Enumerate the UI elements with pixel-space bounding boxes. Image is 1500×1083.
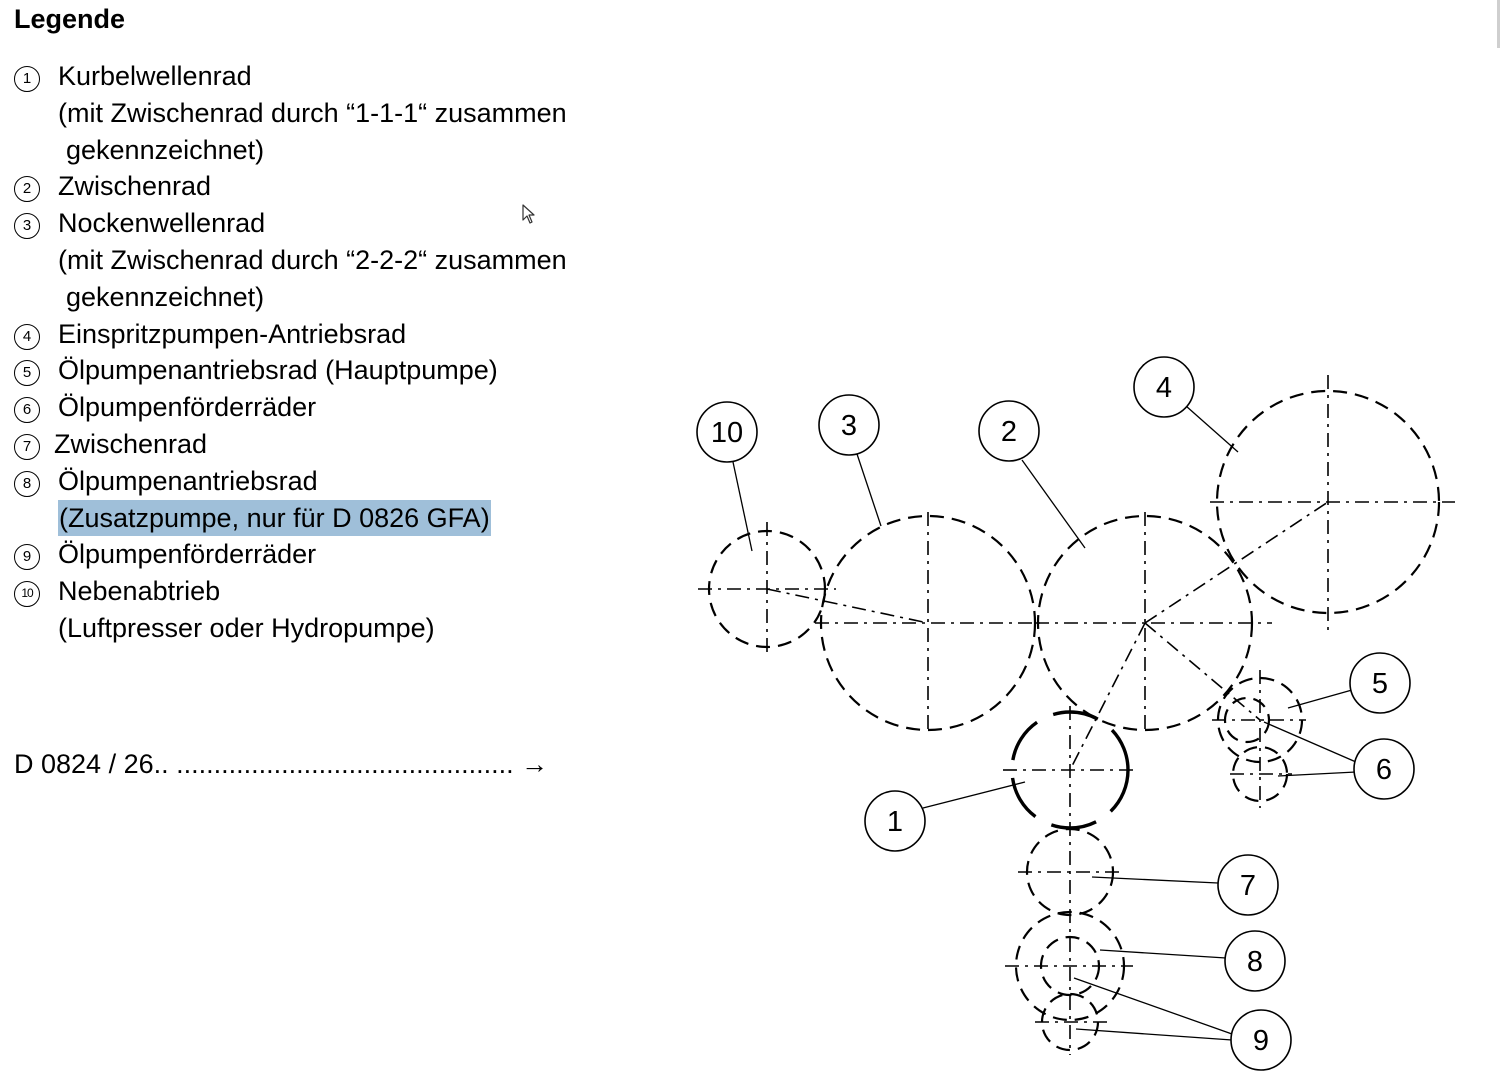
legend-number-5: 5 [14,360,40,387]
legend-title: Legende [14,4,126,34]
callout-label-1: 1 [887,806,903,838]
page-reference-footer: D 0824 / 26.. ..........................… [14,749,549,779]
callout-circle-2 [978,400,1040,462]
legend-item-label: Einspritzpumpen-Antriebsrad [58,318,407,349]
legend-item-note: (mit Zwischenrad durch “1-1-1“ zusammen [58,97,567,128]
callout-circle-5 [1349,652,1411,714]
legend-number-1: 1 [14,66,40,92]
callout-circle-6 [1353,738,1415,800]
callout-label-7: 7 [1240,870,1256,902]
legend-number-10: 10 [14,581,40,608]
legend-number-6: 6 [14,397,40,424]
callout-circle-9 [1230,1009,1292,1071]
legend-number-3: 3 [14,213,40,240]
callout-circle-4 [1133,356,1195,418]
callout-label-10: 10 [711,417,743,449]
legend-item-note: gekennzeichnet) [66,281,265,312]
legend-item-note: (Luftpresser oder Hydropumpe) [58,612,435,643]
legend-item-label: Kurbelwellenrad [58,61,252,91]
legend-item-label: Zwischenrad [58,171,212,202]
callout-label-3: 3 [841,410,857,442]
legend-item-note: (mit Zwischenrad durch “2-2-2“ zusammen [58,244,567,275]
callout-circle-3 [818,394,880,456]
callout-label-9: 9 [1253,1025,1269,1057]
gear-6b [1231,745,1289,803]
legend-number-7: 7 [14,433,40,460]
legend-item-label: Ölpumpenantriebsrad [58,465,318,496]
callout-circle-8 [1224,930,1286,992]
legend-item-label: Zwischenrad [54,428,208,459]
scrollbar-edge [1497,0,1500,48]
legend-item-label: Nebenabtrieb [58,576,221,607]
legend-number-8: 8 [14,470,40,497]
callout-label-8: 8 [1247,946,1263,978]
legend-item-label: Ölpumpenförderräder [58,392,317,423]
legend-item-label: Ölpumpenförderräder [58,539,317,570]
callout-label-5: 5 [1372,668,1388,700]
callout-label-6: 6 [1376,754,1392,786]
legend-number-2: 2 [14,176,40,203]
legend-number-4: 4 [14,323,40,350]
legend-item-label: Ölpumpenantriebsrad (Hauptpumpe) [58,355,498,386]
callout-label-4: 4 [1156,372,1172,404]
legend-number-9: 9 [14,544,40,571]
callout-circle-1 [864,790,926,852]
callout-label-2: 2 [1001,416,1017,448]
callout-circle-7 [1217,854,1279,916]
gear-4 [1215,389,1441,615]
legend-item-note: gekennzeichnet) [66,134,265,165]
callout-circle-10 [696,401,758,463]
mouse-cursor-icon [522,204,535,224]
highlighted-selection[interactable]: (Zusatzpumpe, nur für D 0826 GFA) [58,499,491,537]
legend-item-label: Nockenwellenrad [58,208,266,239]
